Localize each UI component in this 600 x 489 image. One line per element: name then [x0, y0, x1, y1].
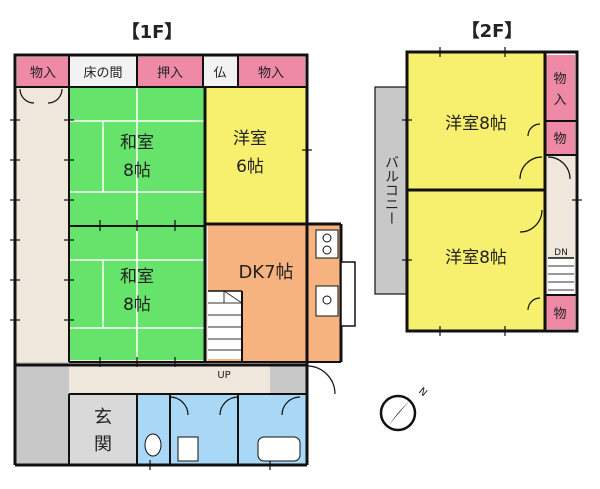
- storage-top-left: [17, 57, 69, 87]
- north-arrow-fill: [388, 400, 410, 426]
- washitsu-lower-size: 8帖: [123, 295, 151, 315]
- floor-2: 【2F】 洋室8帖 洋室8帖 物 入 物 物 DN バルコニー: [374, 21, 582, 336]
- room-lower-2f: [408, 191, 544, 331]
- storage-top-right-label: 物入: [258, 66, 284, 81]
- storage-upper-2f: [545, 55, 575, 120]
- compass: N: [379, 386, 429, 432]
- walls-1f: [13, 53, 343, 467]
- door-swings-2f: [519, 123, 571, 311]
- room-lower-2f-label: 洋室8帖: [445, 248, 507, 268]
- floor-1-title: 【1F】: [122, 22, 183, 43]
- window-marks-2f: [402, 47, 582, 336]
- storage-lower-2f: [545, 296, 575, 329]
- dk-window: [340, 261, 356, 327]
- tatami-lines-upper: [69, 88, 205, 225]
- window-marks-1f: [10, 119, 312, 470]
- room-upper-2f: [408, 53, 544, 189]
- oshiire-area: [137, 57, 203, 87]
- sink-drain-icon: [322, 295, 332, 305]
- tatami-lines-lower: [69, 227, 205, 360]
- washitsu-lower-name: 和室: [120, 267, 154, 287]
- stairs-2f: [548, 258, 574, 294]
- tokonoma-label: 床の間: [83, 66, 122, 81]
- genkan-area: [69, 394, 137, 465]
- storage-upper-2f-label-2: 入: [553, 93, 566, 108]
- storage-middle-2f-label: 物: [553, 132, 566, 147]
- stairs-down-label: DN: [554, 248, 568, 258]
- storage-top-left-label: 物入: [30, 66, 56, 81]
- genkan-label-2: 関: [94, 434, 112, 455]
- butsudan-label: 仏: [213, 66, 226, 81]
- storage-middle-2f: [545, 122, 575, 155]
- room-upper-2f-label: 洋室8帖: [445, 114, 507, 134]
- walls-2f: [405, 50, 579, 333]
- washitsu-upper-size: 8帖: [123, 161, 151, 181]
- entrance-porch: [15, 362, 69, 465]
- sink: [315, 285, 339, 317]
- storage-top-right-area: [238, 57, 305, 87]
- washbasin-icon: [177, 436, 199, 462]
- youshitsu-name: 洋室: [233, 129, 267, 149]
- burner-icon: [322, 245, 332, 255]
- storage-lower-2f-label: 物: [553, 307, 566, 322]
- toilet-icon: [144, 433, 162, 457]
- bathtub-icon: [257, 436, 301, 462]
- oshiire-label: 押入: [157, 66, 183, 81]
- washitsu-upper-name: 和室: [120, 133, 154, 153]
- stair-treads-2f: [548, 265, 574, 291]
- storage-upper-2f-label-1: 物: [553, 72, 566, 87]
- stairs-1f: [208, 291, 242, 359]
- butsudan-area: [203, 57, 238, 87]
- youshitsu-6: [206, 88, 306, 225]
- door-swings-1f: [19, 88, 336, 416]
- stairs-up-label: UP: [217, 370, 230, 381]
- youshitsu-size: 6帖: [236, 157, 264, 177]
- dk-label: DK7帖: [238, 262, 293, 283]
- floor-1: 【1F】 物入 床の間 押入 仏 物入 和室 8帖 和室 8帖 洋室 6帖 DK…: [10, 22, 356, 470]
- burner-icon: [322, 233, 332, 243]
- floor-2-title: 【2F】: [462, 21, 523, 42]
- compass-north-label: N: [416, 386, 429, 399]
- bottom-corridor: [69, 362, 307, 394]
- balcony-label: バルコニー: [383, 155, 399, 225]
- tokonoma-area: [69, 57, 137, 87]
- engawa: [17, 87, 69, 362]
- stair-treads-1f: [208, 290, 243, 351]
- back-step: [270, 362, 307, 394]
- stove: [315, 229, 339, 259]
- genkan-label-1: 玄: [94, 407, 112, 428]
